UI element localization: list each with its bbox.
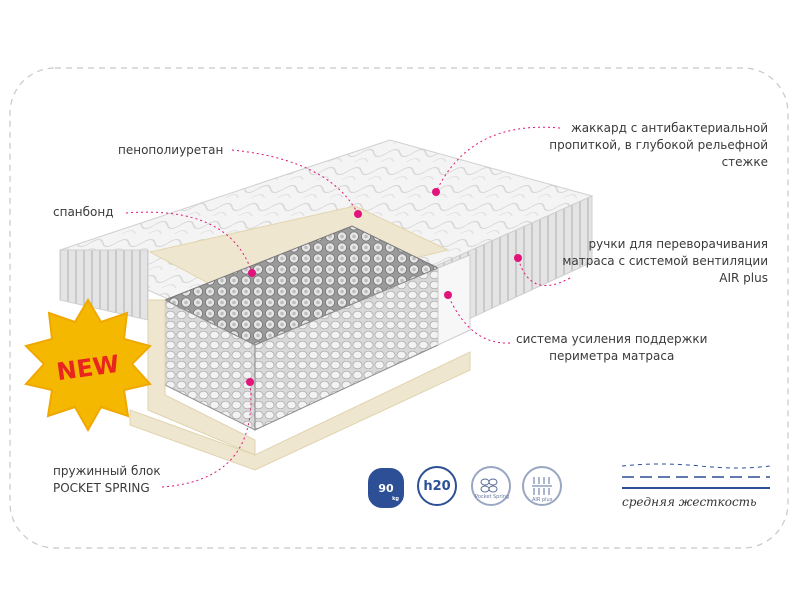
label-jacquard-line-1: жаккард с антибактериальной [570, 121, 768, 135]
callout-spunbond-dot [248, 269, 256, 277]
weight-icon-value: 90 [378, 481, 394, 495]
label-foam: пенополиуретан [118, 143, 224, 157]
label-handles: ручки для переворачивания матраса с сист… [562, 236, 768, 287]
label-handles-line-1: ручки для переворачивания [588, 237, 768, 251]
label-jacquard-line-2: пропиткой, в глубокой рельефной [549, 138, 768, 152]
callout-foam-line [231, 149, 359, 215]
label-jacquard-line-3: стежке [721, 155, 768, 169]
pocket-spring-icon [471, 466, 511, 506]
pocket-spring-caption: Pocket Spring [475, 494, 510, 500]
weight-icon: 90 kg [368, 468, 404, 508]
callout-jacquard-dot [432, 188, 440, 196]
callout-handles-line [517, 257, 571, 287]
pocket-spring-glyph [480, 478, 498, 493]
label-handles-line-2: матраса с системой вентиляции [562, 254, 768, 268]
hardness-label: средняя жесткость [622, 495, 757, 509]
air-plus-caption: AIR plus [532, 497, 553, 503]
label-spring-block-line-1: пружинный блок [53, 464, 161, 478]
callout-handles-dot [514, 254, 522, 262]
label-spunbond: спанбонд [53, 205, 114, 219]
new-badge-burst [24, 298, 152, 433]
height-icon-value: h20 [423, 478, 451, 494]
callout-spring-dot [246, 378, 254, 386]
hardness-wave-line [621, 463, 771, 469]
label-perimeter-line-1: система усиления поддержки [516, 332, 708, 346]
air-plus-glyph [532, 477, 552, 495]
label-handles-line-3: AIR plus [719, 271, 768, 285]
weight-icon-unit: kg [392, 496, 399, 502]
height-icon: h20 [417, 466, 457, 506]
label-perimeter-line-2: периметра матраса [549, 349, 675, 363]
callout-foam-dot [354, 210, 362, 218]
label-spring-block: пружинный блок POCKET SPRING [53, 463, 161, 497]
callout-perimeter-dot [444, 291, 452, 299]
label-spring-block-line-2: POCKET SPRING [53, 481, 150, 495]
label-jacquard: жаккард с антибактериальной пропиткой, в… [549, 120, 768, 171]
callout-spring-line [161, 381, 252, 488]
callout-spunbond-line [125, 211, 253, 274]
air-plus-icon [522, 466, 562, 506]
label-perimeter: система усиления поддержки периметра мат… [516, 331, 707, 365]
